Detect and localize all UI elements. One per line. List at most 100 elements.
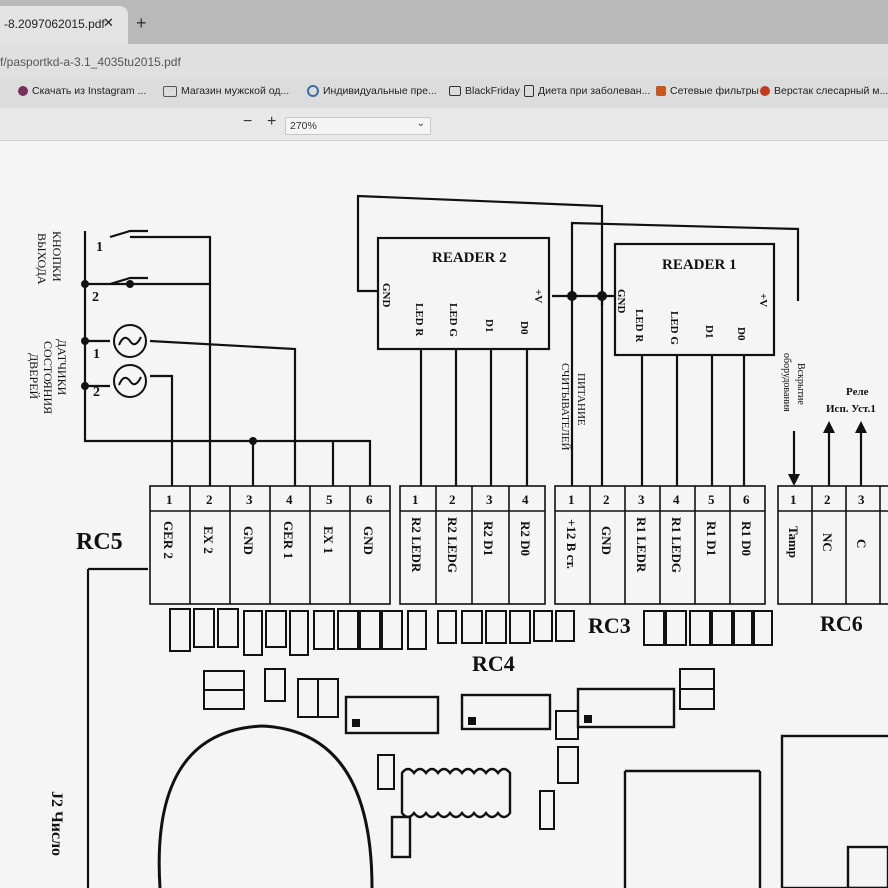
reader2-pin: GND <box>380 283 392 308</box>
rc4-name: RC4 <box>472 651 515 676</box>
door-sensor-2-icon <box>113 364 147 398</box>
shop-icon <box>656 86 666 96</box>
door-sensors-label-1: ДАТЧИКИ <box>55 339 69 396</box>
reader2-pin: LED G <box>447 303 459 337</box>
bookmark-individual[interactable]: Индивидуальные пре... <box>307 85 437 97</box>
pin-number: 4 <box>522 492 529 507</box>
ic-chips <box>344 687 888 888</box>
page-icon <box>524 85 534 97</box>
pin-label: EX 1 <box>321 526 336 554</box>
pin-number: 1 <box>412 492 419 507</box>
reader2-title: READER 2 <box>432 250 507 266</box>
folder-icon <box>449 86 461 96</box>
relay-label-1: Реле <box>846 386 869 398</box>
rc4-connector <box>399 485 546 605</box>
pin-number: 2 <box>206 492 213 507</box>
bookmark-diet[interactable]: Диета при заболеван... <box>524 85 650 97</box>
rc6-name: RC6 <box>820 611 863 636</box>
pin-number: 1 <box>568 492 575 507</box>
rc3-connector <box>554 485 766 605</box>
pin-number: 3 <box>486 492 493 507</box>
bookmark-instagram[interactable]: Скачать из Instagram ... <box>18 85 146 97</box>
reader2-pin: +V <box>532 289 544 303</box>
rc5-name: RC5 <box>76 529 123 555</box>
pin-label: Tamp <box>786 526 801 558</box>
tab-bar: -8.2097062015.pdf ✕ + <box>0 0 888 44</box>
pin-number: 5 <box>326 492 333 507</box>
power-label-1: ПИТАНИЕ <box>575 373 587 426</box>
door-sensor-1-icon <box>113 324 147 358</box>
address-bar[interactable]: f/pasportkd-a-3.1_4035tu2015.pdf <box>0 44 888 78</box>
pin-number: 3 <box>858 492 865 507</box>
bookmark-blackfriday[interactable]: BlackFriday <box>449 85 520 97</box>
reader1-pin: D0 <box>735 327 747 341</box>
pin-label: R2 D0 <box>518 521 533 556</box>
pin-label: +12 В cт. <box>564 519 579 569</box>
pin-label: GND <box>599 526 614 555</box>
rc6-connector <box>777 485 888 605</box>
pin-label: R1 D0 <box>739 521 754 556</box>
pin-number: 4 <box>673 492 680 507</box>
pin-label: R2 D1 <box>481 521 496 556</box>
reader1-title: READER 1 <box>662 257 737 273</box>
wire-loop <box>356 194 604 306</box>
url-text[interactable]: f/pasportkd-a-3.1_4035tu2015.pdf <box>0 55 181 69</box>
bookmark-label: Диета при заболеван... <box>538 85 651 97</box>
pin-number: 1 <box>790 492 797 507</box>
component-pads <box>169 608 773 830</box>
reader2-box <box>376 236 551 351</box>
reader1-pin: LED G <box>668 311 680 345</box>
switch-number: 1 <box>96 240 103 255</box>
j2-label: J2 Число <box>48 791 65 856</box>
tab-pdf[interactable]: -8.2097062015.pdf ✕ <box>0 6 128 44</box>
exit-buttons-label-2: ВЫХОДА <box>35 233 49 285</box>
pdf-page[interactable]: КНОПКИ ВЫХОДА ДАТЧИКИ СОСТОЯНИЯ ДВЕРЕЙ 1… <box>0 141 888 888</box>
reader2-pin: D0 <box>518 321 530 335</box>
battery-holder-icon <box>157 724 374 888</box>
pin-number: 6 <box>366 492 373 507</box>
new-tab-icon[interactable]: + <box>136 13 147 33</box>
pin-label: EX 2 <box>201 526 216 554</box>
tab-title: -8.2097062015.pdf <box>4 17 105 31</box>
pin-number: 5 <box>708 492 715 507</box>
heart-icon <box>18 86 28 96</box>
pin-number: 4 <box>286 492 293 507</box>
pin-label: NC <box>820 533 835 552</box>
bookmark-label: Индивидуальные пре... <box>323 85 437 97</box>
pin-label: R2 LEDR <box>409 517 424 573</box>
pdf-toolbar: − + 270% ⌄ <box>0 108 888 141</box>
reader1-pin: LED R <box>633 309 645 343</box>
door-sensors-label-2: СОСТОЯНИЯ <box>41 341 55 414</box>
reader1-pin: +V <box>757 293 769 307</box>
close-icon[interactable]: ✕ <box>103 15 114 30</box>
pin-label: R2 LEDG <box>445 517 460 573</box>
tamper-label-2: оборудования <box>781 353 792 412</box>
reader1-pin: D1 <box>703 325 715 338</box>
pin-number: 2 <box>603 492 610 507</box>
bookmark-shop[interactable]: Магазин мужской од... <box>163 85 289 97</box>
zoom-select[interactable]: 270% ⌄ <box>285 117 431 135</box>
bookmark-workbench[interactable]: Верстак слесарный м... <box>760 85 888 97</box>
pin-label: R1 LEDR <box>634 517 649 573</box>
bookmark-filters[interactable]: Сетевые фильтры <box>656 85 759 97</box>
zoom-out-button[interactable]: − <box>243 113 253 130</box>
relay-label-2: Исп. Уст.1 <box>826 403 876 415</box>
bookmark-label: Сетевые фильтры <box>670 85 759 97</box>
door-sensors-label-3: ДВЕРЕЙ <box>27 353 41 400</box>
zoom-value: 270% <box>290 120 317 132</box>
bookmark-label: BlackFriday <box>465 85 520 97</box>
pin-label: GND <box>361 526 376 555</box>
tamper-label-1: Вскрытие <box>795 363 806 405</box>
reader1-box <box>613 242 776 357</box>
chevron-down-icon: ⌄ <box>416 118 425 129</box>
pin-label: R1 LEDG <box>669 517 684 573</box>
reader2-pin: LED R <box>413 303 425 337</box>
pin-number: 6 <box>743 492 750 507</box>
rc3-name: RC3 <box>588 613 631 638</box>
bookmark-label: Скачать из Instagram ... <box>32 85 147 97</box>
reader1-pin: GND <box>615 289 627 314</box>
pin-label: GER 2 <box>161 521 176 559</box>
switch-number: 1 <box>93 347 100 362</box>
rc5-connector <box>149 485 391 605</box>
zoom-in-button[interactable]: + <box>267 113 277 130</box>
